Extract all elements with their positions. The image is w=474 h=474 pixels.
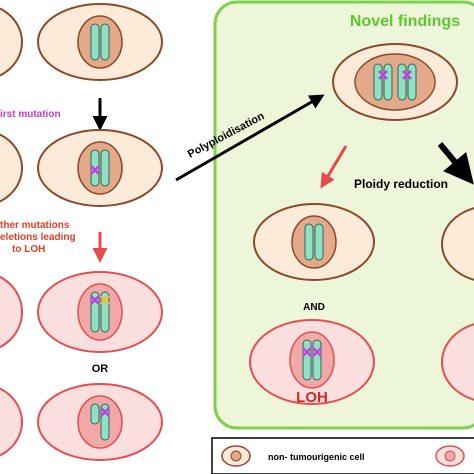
panel-title: Novel findings bbox=[350, 13, 460, 30]
partial-tumour-cell-right-2 bbox=[441, 323, 474, 401]
further-mutations-label-1: ther mutations bbox=[0, 220, 70, 231]
mutation-mark-magenta bbox=[90, 295, 100, 305]
legend-non-tumourigenic-label: non- tumourigenic cell bbox=[268, 452, 365, 462]
partial-cell-right-1 bbox=[441, 207, 474, 281]
arrow-polyploidisation bbox=[175, 94, 325, 182]
normal-cell-first-mutation bbox=[37, 129, 163, 207]
loh-label: LOH bbox=[296, 389, 328, 406]
reduced-loh-tumour-cell: LOH bbox=[249, 319, 375, 406]
further-mutations-label-2: eletions leading bbox=[0, 232, 76, 243]
first-mutation-label: irst mutation bbox=[0, 109, 61, 120]
polyploid-cell bbox=[332, 43, 458, 121]
tumour-cell-deletion bbox=[37, 383, 163, 461]
or-label: OR bbox=[92, 363, 109, 375]
partial-tumour-cell-left-1 bbox=[0, 275, 23, 349]
partial-cell-left-1 bbox=[0, 7, 23, 77]
mutation-mark bbox=[378, 70, 388, 80]
tumour-cell-loh-mutations bbox=[37, 271, 163, 353]
normal-cell-top bbox=[37, 3, 163, 81]
mutation-mark-yellow bbox=[100, 295, 110, 305]
partial-tumour-cell-left-2 bbox=[0, 387, 23, 457]
ploidy-reduction-label: Ploidy reduction bbox=[354, 177, 448, 191]
mutation-mark bbox=[302, 347, 312, 357]
arrow-ploidy-reduction-right bbox=[437, 142, 474, 185]
mutation-mark bbox=[100, 407, 110, 417]
and-label: AND bbox=[303, 302, 325, 313]
reduced-normal-cell bbox=[253, 203, 375, 281]
legend: non- tumourigenic cell bbox=[211, 437, 474, 474]
legend-tumour-cell-icon bbox=[435, 445, 465, 467]
mutation-mark bbox=[402, 70, 412, 80]
partial-cell-left-2 bbox=[0, 133, 23, 203]
arrow-ploidy-reduction-left bbox=[320, 145, 348, 189]
legend-normal-cell-icon bbox=[221, 445, 251, 467]
mutation-mark bbox=[90, 165, 100, 175]
further-mutations-label-3: to LOH bbox=[12, 244, 45, 255]
mutation-mark bbox=[312, 347, 322, 357]
